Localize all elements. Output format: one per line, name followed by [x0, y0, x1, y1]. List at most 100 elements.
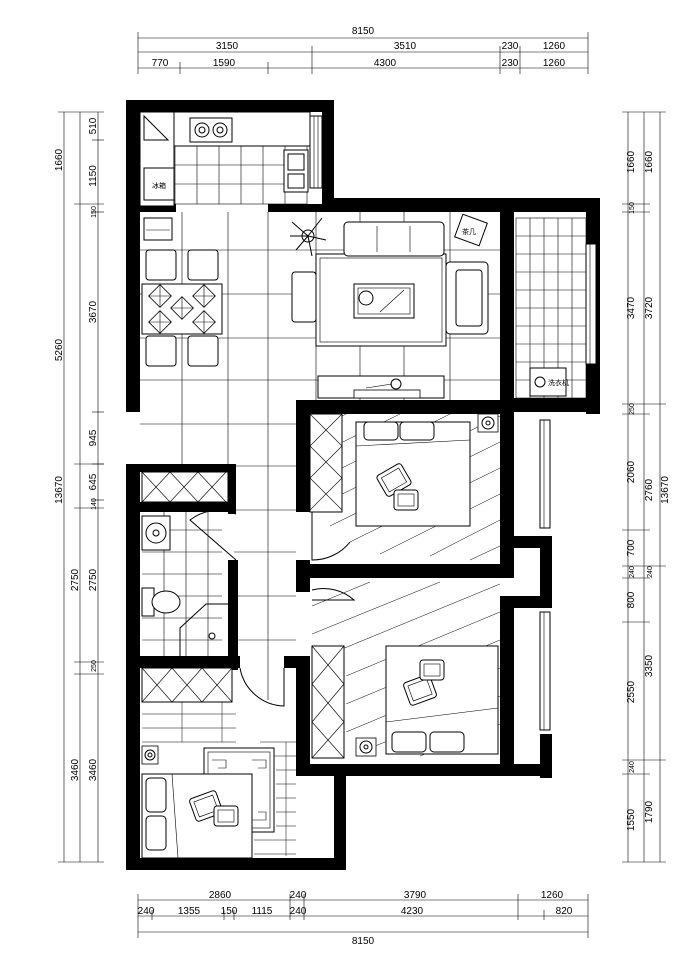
doors[interactable] [189, 509, 356, 707]
closet-icon [141, 471, 229, 503]
coffee-table-icon [353, 283, 415, 319]
dim-left-outer-0: 1660 [54, 148, 65, 171]
dim-bottom-r2-5: 4230 [401, 906, 424, 917]
armchair-right [445, 261, 489, 335]
dim-top-r2-2: 4300 [374, 58, 397, 69]
right-dimensions: 1660 150 3470 250 2060 700 240 800 2550 … [622, 111, 671, 863]
dim-right-outer-0: 1660 [644, 150, 655, 173]
dim-top-total: 8150 [352, 26, 375, 37]
dim-top-r1-2: 230 [502, 41, 519, 52]
bedroom-3 [141, 667, 275, 859]
sofa-side-table: 茶几 [454, 213, 488, 247]
tv-cabinet [317, 375, 445, 399]
shower-icon [179, 603, 228, 656]
dim-left-inner-5: 645 [88, 473, 99, 490]
toilet-icon [141, 587, 181, 617]
bedroom-2 [311, 645, 499, 759]
dim-left-small-0: 150 [91, 206, 98, 218]
dim-right-inner-6: 240 [629, 566, 636, 578]
dim-top-r2-4: 1260 [543, 58, 566, 69]
dim-left-outer-2: 13670 [54, 476, 65, 504]
dim-bottom-r1-3: 1260 [541, 890, 564, 901]
bathroom-door[interactable] [189, 509, 237, 561]
washbasin-icon [141, 515, 171, 551]
dim-right-inner-2: 3470 [626, 296, 637, 319]
dim-right-inner-1: 150 [629, 202, 636, 214]
dim-left-inner-3: 3670 [88, 300, 99, 323]
bedroom3-wood-floor [142, 700, 296, 856]
dim-bottom-r2-0: 240 [138, 906, 155, 917]
dim-left-inner-9: 3460 [88, 758, 99, 781]
wardrobe-icon [309, 413, 343, 513]
dining-table-icon [141, 283, 223, 335]
dim-right-inner-10: 1550 [626, 808, 637, 831]
dim-left-inner-7: 2750 [88, 568, 99, 591]
stove-icon [189, 117, 233, 143]
dim-top-r1-3: 1260 [543, 41, 566, 52]
bedside-lamp-icon [141, 745, 159, 765]
dim-top-r1-1: 3510 [394, 41, 417, 52]
windows [309, 115, 597, 731]
dim-bottom-r2-4: 240 [290, 906, 307, 917]
dim-left-outer-3: 2750 [70, 568, 81, 591]
bed-icon [355, 421, 471, 527]
dim-bottom-r2-2: 150 [221, 906, 238, 917]
dim-right-outer-5: 3350 [644, 654, 655, 677]
dim-left-small-2: 250 [91, 660, 98, 672]
plant-icon [290, 217, 327, 257]
wardrobe-icon [141, 667, 233, 703]
dim-right-outer-6: 1790 [644, 800, 655, 823]
fridge: 冰箱 [143, 167, 175, 201]
dim-right-inner-5: 700 [626, 539, 637, 556]
dim-left-outer-1: 5260 [54, 338, 65, 361]
left-dimensions: 1660 5260 13670 2750 3460 510 1150 3670 … [54, 111, 104, 863]
fridge-label: 冰箱 [152, 181, 166, 190]
dim-right-inner-8: 2550 [626, 680, 637, 703]
dim-left-small-1: 140 [91, 498, 98, 510]
bedside-lamp-icon [477, 413, 499, 433]
bedroom1-door[interactable] [311, 512, 351, 561]
kitchen: 冰箱 [139, 111, 311, 207]
armchair-left [291, 271, 317, 323]
dim-top-r2-0: 770 [152, 58, 169, 69]
living-room: 茶几 [290, 213, 489, 399]
dim-left-outer-4: 3460 [70, 758, 81, 781]
dim-left-inner-1: 1150 [88, 165, 99, 187]
dim-right-inner-0: 1660 [626, 150, 637, 173]
dim-right-outer-2: 2760 [644, 478, 655, 501]
bed-icon [385, 645, 499, 755]
dim-right-inner-3: 250 [629, 403, 636, 415]
sofa-icon [343, 221, 445, 257]
dim-top-r2-3: 230 [502, 58, 519, 69]
dim-bottom-r1-2: 3790 [404, 890, 427, 901]
dim-bottom-r1-0: 2860 [209, 890, 232, 901]
dining [141, 217, 223, 367]
dim-right-outer-1: 3720 [644, 296, 655, 319]
dim-right-inner-9: 240 [629, 761, 636, 773]
bedside-lamp-icon [355, 737, 377, 757]
dim-left-inner-4: 945 [88, 429, 99, 446]
dim-left-inner-0: 510 [88, 117, 99, 134]
bedroom3-door[interactable] [239, 667, 285, 707]
dim-bottom-total: 8150 [352, 936, 375, 947]
bedroom2-door[interactable] [311, 588, 356, 601]
bottom-dimensions: 2860 240 3790 1260 240 1355 150 1115 240… [138, 890, 589, 947]
dim-bottom-r1-1: 240 [290, 890, 307, 901]
dim-top-r2-1: 1590 [213, 58, 236, 69]
bathroom [141, 471, 229, 656]
washing-machine: 洗衣机 [529, 367, 569, 397]
washer-label: 洗衣机 [548, 378, 569, 387]
dim-bottom-r2-3: 1115 [252, 906, 273, 917]
bed-icon [141, 773, 253, 859]
dim-bottom-r2-1: 1355 [178, 906, 201, 917]
side-table-label: 茶几 [462, 227, 476, 236]
dim-right-outer-3: 13670 [660, 476, 671, 504]
bedroom-1 [309, 413, 499, 527]
dim-top-r1-0: 3150 [216, 41, 239, 52]
sink-icon [283, 149, 309, 193]
dim-right-inner-4: 2060 [626, 460, 637, 483]
dim-right-inner-7: 800 [626, 591, 637, 608]
wardrobe-icon [311, 645, 345, 759]
top-dimensions: 8150 3150 3510 230 1260 770 1590 4300 23… [137, 26, 589, 74]
